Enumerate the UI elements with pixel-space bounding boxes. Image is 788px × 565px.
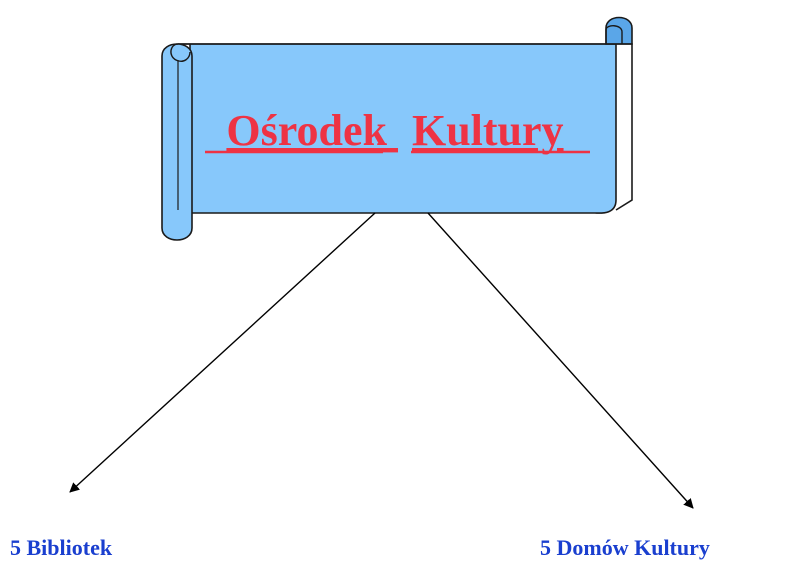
scroll-top-curl xyxy=(605,16,633,45)
arrow-to-bibliotek xyxy=(69,212,376,493)
scroll-body xyxy=(178,43,617,214)
banner-title-word1: Ośrodek xyxy=(226,106,387,155)
scroll-left-roll-curl xyxy=(170,43,191,62)
scroll-banner: Ośrodek Kultury xyxy=(161,16,633,241)
scroll-left-roll xyxy=(161,43,193,241)
scroll-top-curl-inner xyxy=(605,25,623,44)
banner-title-word2: Kultury xyxy=(412,106,564,155)
child-label-domow-kultury: 5 Domów Kultury xyxy=(540,535,710,560)
banner-title: Ośrodek Kultury xyxy=(226,106,563,155)
arrow-to-domow-kultury xyxy=(427,212,694,509)
child-label-bibliotek: 5 Bibliotek xyxy=(10,535,113,560)
scroll-top-edge xyxy=(178,43,633,211)
